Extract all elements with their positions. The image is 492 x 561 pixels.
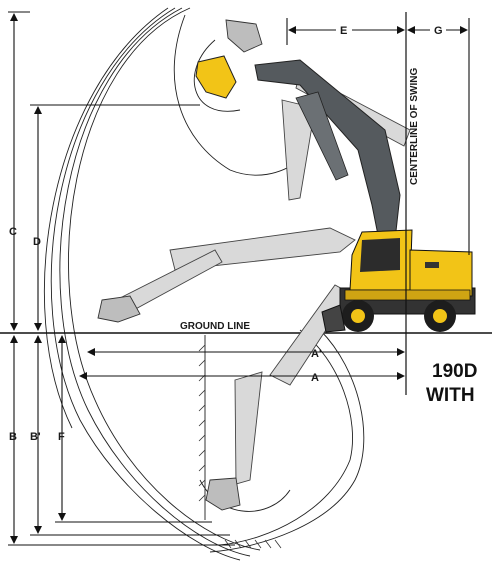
centerline-label: CENTERLINE OF SWING bbox=[409, 68, 420, 185]
dim-d-label: D bbox=[33, 236, 41, 248]
dim-a-label: A bbox=[311, 372, 319, 384]
dim-b: B bbox=[8, 335, 235, 546]
yellow-bucket bbox=[195, 55, 237, 99]
dim-f: F bbox=[55, 335, 212, 523]
excavator-body bbox=[321, 229, 476, 333]
dim-b-prime: B' bbox=[30, 335, 230, 536]
dim-a: A bbox=[79, 372, 405, 384]
ground-line-label: GROUND LINE bbox=[180, 321, 250, 332]
dim-a-prime: A' bbox=[87, 348, 405, 360]
dim-c: C bbox=[8, 11, 30, 331]
dim-c-label: C bbox=[9, 226, 17, 238]
dim-g-label: G bbox=[434, 25, 443, 37]
dim-f-label: F bbox=[58, 431, 65, 443]
dim-a-prime-label: A' bbox=[311, 348, 322, 360]
dim-e: E bbox=[286, 18, 405, 45]
dim-d: D bbox=[30, 104, 200, 331]
title-line-2: WITH bbox=[426, 385, 475, 406]
arm-ghost-horizontal bbox=[97, 227, 356, 323]
dim-b-prime-label: B' bbox=[30, 431, 41, 443]
dim-b-label: B bbox=[9, 431, 17, 443]
dim-e-label: E bbox=[340, 25, 347, 37]
dim-g: G bbox=[407, 18, 470, 255]
title-line-1: 190D bbox=[432, 361, 477, 382]
main-boom bbox=[254, 59, 401, 246]
